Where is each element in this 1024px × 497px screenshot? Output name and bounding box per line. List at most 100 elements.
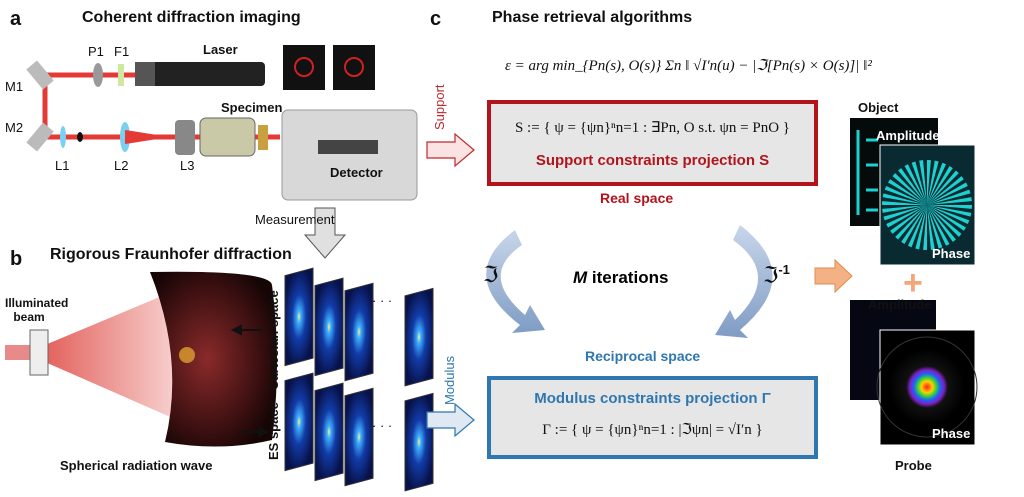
panel-b-letter: b	[10, 248, 23, 270]
inverse-fourier-cycle-arrow	[715, 225, 773, 338]
panel-a-letter: a	[10, 8, 22, 30]
detector-label: Detector	[330, 165, 383, 180]
star-spoke	[927, 160, 939, 205]
support-formula: S := { ψ = {ψn}ⁿn=1 : ∃Pn, O s.t. ψn = P…	[514, 120, 791, 136]
cartesian-space-label: Cartesian space	[266, 290, 281, 390]
star-spoke	[927, 170, 959, 205]
diffraction-tile	[344, 387, 374, 487]
diffraction-tile	[284, 267, 314, 367]
star-spoke	[901, 205, 927, 244]
star-spoke	[927, 182, 968, 205]
modulus-title: Modulus constraints projection Γ	[534, 390, 771, 407]
m2-label: M2	[5, 120, 24, 135]
detector-body	[281, 109, 418, 201]
ellipsis-bottom: · · ·	[372, 418, 393, 433]
illuminated-beam-label: Illuminated beam	[5, 296, 69, 324]
plus-sign: +	[903, 264, 923, 302]
specimen-label: Specimen	[221, 100, 283, 115]
panel-c-title: Phase retrieval algorithms	[492, 9, 693, 26]
measurement-label: Measurement	[255, 212, 335, 227]
es-space-label: ES space	[266, 402, 281, 460]
object-amplitude-label: Amplitude	[876, 128, 940, 143]
mirror-m2	[26, 122, 54, 152]
star-spoke	[923, 205, 927, 250]
star-spoke	[888, 179, 927, 205]
reciprocal-space-label: Reciprocal space	[585, 348, 701, 364]
panel-c-letter: c	[430, 8, 442, 30]
fourier-symbol: ℑ	[483, 262, 499, 287]
star-spoke	[904, 164, 927, 205]
l2-label: L2	[114, 158, 129, 173]
spherical-wave-label: Spherical radiation wave	[60, 458, 213, 473]
star-spoke	[927, 205, 962, 237]
diffraction-tile	[314, 277, 344, 377]
modulus-constraint-box: Modulus constraints projection Γ Γ := { …	[487, 376, 818, 459]
filter-f1	[118, 64, 124, 86]
siemens-star	[882, 160, 972, 250]
star-spoke	[927, 189, 971, 205]
probe-amplitude-label: Amplitude	[868, 297, 932, 312]
arrow-es	[238, 426, 270, 438]
star-spoke	[927, 205, 970, 225]
star-spoke	[927, 176, 964, 205]
star-spoke	[927, 162, 947, 205]
panel-b-title: Rigorous Fraunhofer diffraction	[50, 246, 292, 263]
support-title: Support constraints projection S	[535, 152, 770, 169]
diffraction-cone	[45, 280, 200, 430]
inverse-fourier-symbol: ℑ-1	[763, 262, 790, 288]
lens-l1	[60, 126, 66, 148]
star-spoke	[919, 160, 927, 205]
star-spoke	[890, 205, 927, 234]
panel-a-title: Coherent diffraction imaging	[82, 9, 301, 26]
star-spoke	[927, 197, 972, 205]
star-spoke	[927, 205, 950, 246]
diffraction-tile	[344, 282, 374, 382]
laser-label: Laser	[203, 42, 238, 57]
star-spoke	[895, 205, 927, 240]
measurement-arrow	[303, 207, 347, 259]
spherical-wave-shell	[150, 271, 277, 447]
support-arrow-label: Support	[432, 84, 447, 130]
diffraction-tile	[314, 382, 344, 482]
modulus-arrow	[426, 402, 475, 438]
real-space-label: Real space	[600, 190, 674, 206]
star-spoke	[927, 160, 931, 205]
result-arrow	[814, 258, 853, 294]
star-spoke	[927, 205, 966, 231]
star-spoke	[898, 168, 927, 205]
support-arrow	[426, 132, 475, 168]
diffraction-tile	[404, 287, 434, 387]
star-spoke	[927, 205, 956, 242]
ellipsis-top: · · ·	[372, 293, 393, 308]
l1-label: L1	[55, 158, 70, 173]
fourier-cycle-arrow	[486, 230, 545, 333]
star-spoke	[883, 205, 927, 221]
diffraction-patterns	[284, 267, 434, 492]
l3-label: L3	[180, 158, 195, 173]
m1-label: M1	[5, 79, 24, 94]
arrow-cartesian	[230, 324, 262, 336]
star-spoke	[927, 205, 972, 217]
star-spoke	[927, 166, 953, 205]
star-spoke	[915, 205, 927, 250]
polarizer-p1	[93, 63, 103, 87]
star-spoke	[911, 161, 927, 205]
inverse-fourier-base: ℑ	[763, 262, 779, 288]
sample-images	[283, 45, 375, 90]
star-spoke	[907, 205, 927, 248]
laser-body	[135, 62, 265, 86]
modulus-arrow-label: Modulus	[442, 355, 457, 405]
iterations-text: iterations	[587, 268, 669, 287]
iterations-label: M iterations	[573, 268, 668, 288]
object-label: Object	[858, 100, 899, 115]
mirror-m1	[26, 60, 54, 90]
star-spoke	[886, 205, 927, 228]
iterations-m: M	[573, 268, 588, 287]
diffraction-tile	[404, 392, 434, 492]
lens-l3	[175, 120, 195, 155]
modulus-formula: Γ := { ψ = {ψn}ⁿn=1 : |ℑψn| = √I′n }	[542, 422, 763, 438]
p1-label: P1	[88, 44, 104, 59]
star-spoke	[882, 193, 927, 205]
